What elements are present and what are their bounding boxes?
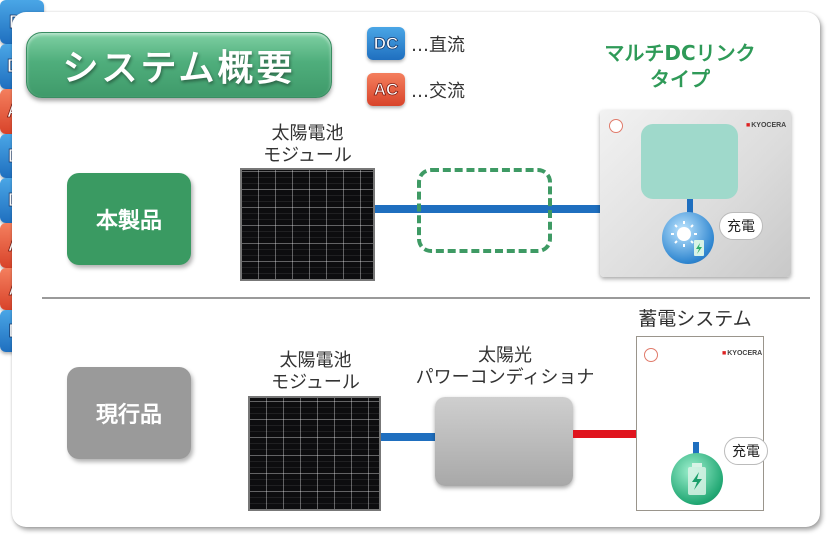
legend-dc: DC …直流 xyxy=(367,27,465,60)
ac-wire-bottom xyxy=(573,430,637,438)
caption-line2: パワーコンディショナ xyxy=(415,367,595,388)
dc-wire-top xyxy=(375,205,600,213)
unit-internal-wire xyxy=(687,199,693,215)
page-title: システム概要 xyxy=(26,32,332,98)
battery-orb-icon xyxy=(671,453,723,505)
caption-line1: 太陽電池 xyxy=(279,350,352,371)
pcs-caption: 太陽光 パワーコンディショナ xyxy=(405,345,605,389)
certification-logo-icon xyxy=(644,348,658,362)
solar-module-caption-bottom: 太陽電池 モジュール xyxy=(248,350,383,394)
kyocera-brand: KYOCERA xyxy=(746,122,786,129)
charge-bubble-top: 充電 xyxy=(719,212,763,240)
converter-frame xyxy=(641,124,738,199)
legend-ac: AC …交流 xyxy=(367,73,465,106)
solar-panel-bottom xyxy=(248,396,381,511)
storage-internal-wire xyxy=(693,442,699,456)
certification-logo-icon xyxy=(609,119,623,133)
product-type-line2: タイプ xyxy=(650,67,710,91)
caption-line2: モジュール xyxy=(271,372,360,393)
removed-pcs-placeholder xyxy=(417,168,552,253)
power-conditioner-unit xyxy=(435,397,573,486)
product-type-title: マルチDCリンク タイプ xyxy=(600,40,760,92)
dc-wire-bottom xyxy=(381,433,436,441)
caption-line1: 太陽光 xyxy=(478,345,532,366)
battery-charging-icon xyxy=(688,463,706,495)
kyocera-brand: KYOCERA xyxy=(722,350,762,357)
solar-panel-top xyxy=(240,168,375,281)
dc-chip-icon: DC xyxy=(367,27,405,60)
row-label-this-product: 本製品 xyxy=(67,173,191,265)
row-divider xyxy=(42,297,810,299)
charge-bubble-bottom: 充電 xyxy=(724,437,768,465)
sun-icon xyxy=(671,221,704,256)
solar-module-caption-top: 太陽電池 モジュール xyxy=(240,123,375,167)
legend-ac-text: …交流 xyxy=(411,80,465,102)
caption-line2: モジュール xyxy=(263,145,352,166)
solar-battery-orb-icon xyxy=(662,212,714,264)
row-label-current-product: 現行品 xyxy=(67,367,191,459)
legend-dc-text: …直流 xyxy=(411,34,465,56)
storage-system-caption: 蓄電システム xyxy=(638,308,752,330)
caption-line1: 太陽電池 xyxy=(271,123,344,144)
ac-chip-icon: AC xyxy=(367,73,405,106)
product-type-line1: マルチDCリンク xyxy=(604,41,756,65)
